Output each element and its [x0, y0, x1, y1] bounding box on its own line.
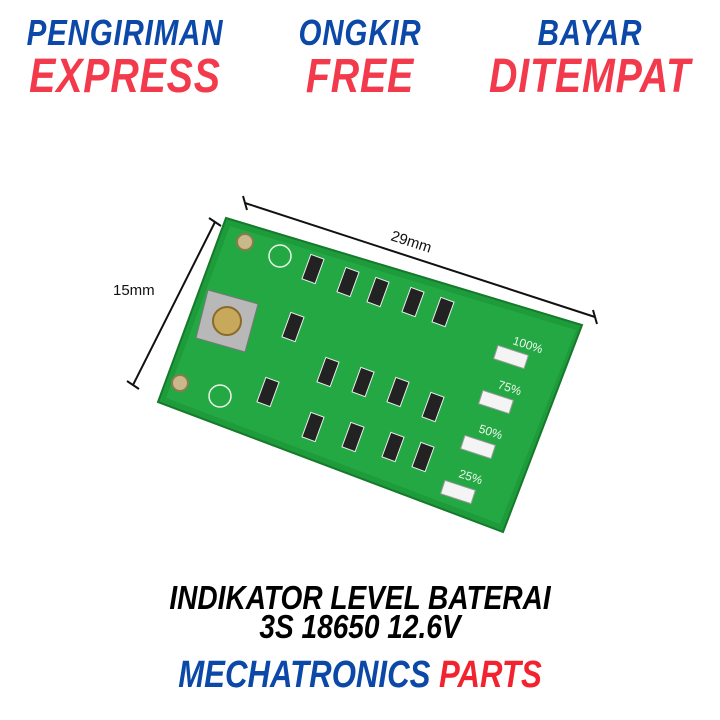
product-title-line1: INDIKATOR LEVEL BATERAI [169, 579, 551, 616]
mount-hole [171, 374, 189, 392]
push-button [195, 289, 259, 353]
banner-top: ONGKIR [298, 12, 422, 53]
height-label: 15mm [113, 282, 155, 299]
dimension-lines [126, 195, 598, 390]
banner-bottom: FREE [305, 50, 415, 103]
banner-express: PENGIRIMAN EXPRESS [0, 14, 250, 102]
banner-bottom: DITEMPAT [489, 50, 691, 103]
banner-cod: BAYAR DITEMPAT [460, 14, 720, 102]
led-indicators [439, 344, 530, 505]
product-title-line2: 3S 18650 12.6V [259, 608, 461, 645]
banner-top: PENGIRIMAN [26, 12, 224, 53]
banner-bottom: EXPRESS [29, 50, 221, 103]
brand-name: MECHATRONICS PARTS [65, 655, 655, 695]
smd-components [256, 253, 455, 473]
banner-top: BAYAR [537, 12, 643, 53]
brand-part1: MECHATRONICS [178, 654, 431, 696]
mount-hole [236, 233, 254, 251]
banner-free-shipping: ONGKIR FREE [270, 14, 450, 102]
brand-part2: PARTS [439, 654, 542, 696]
